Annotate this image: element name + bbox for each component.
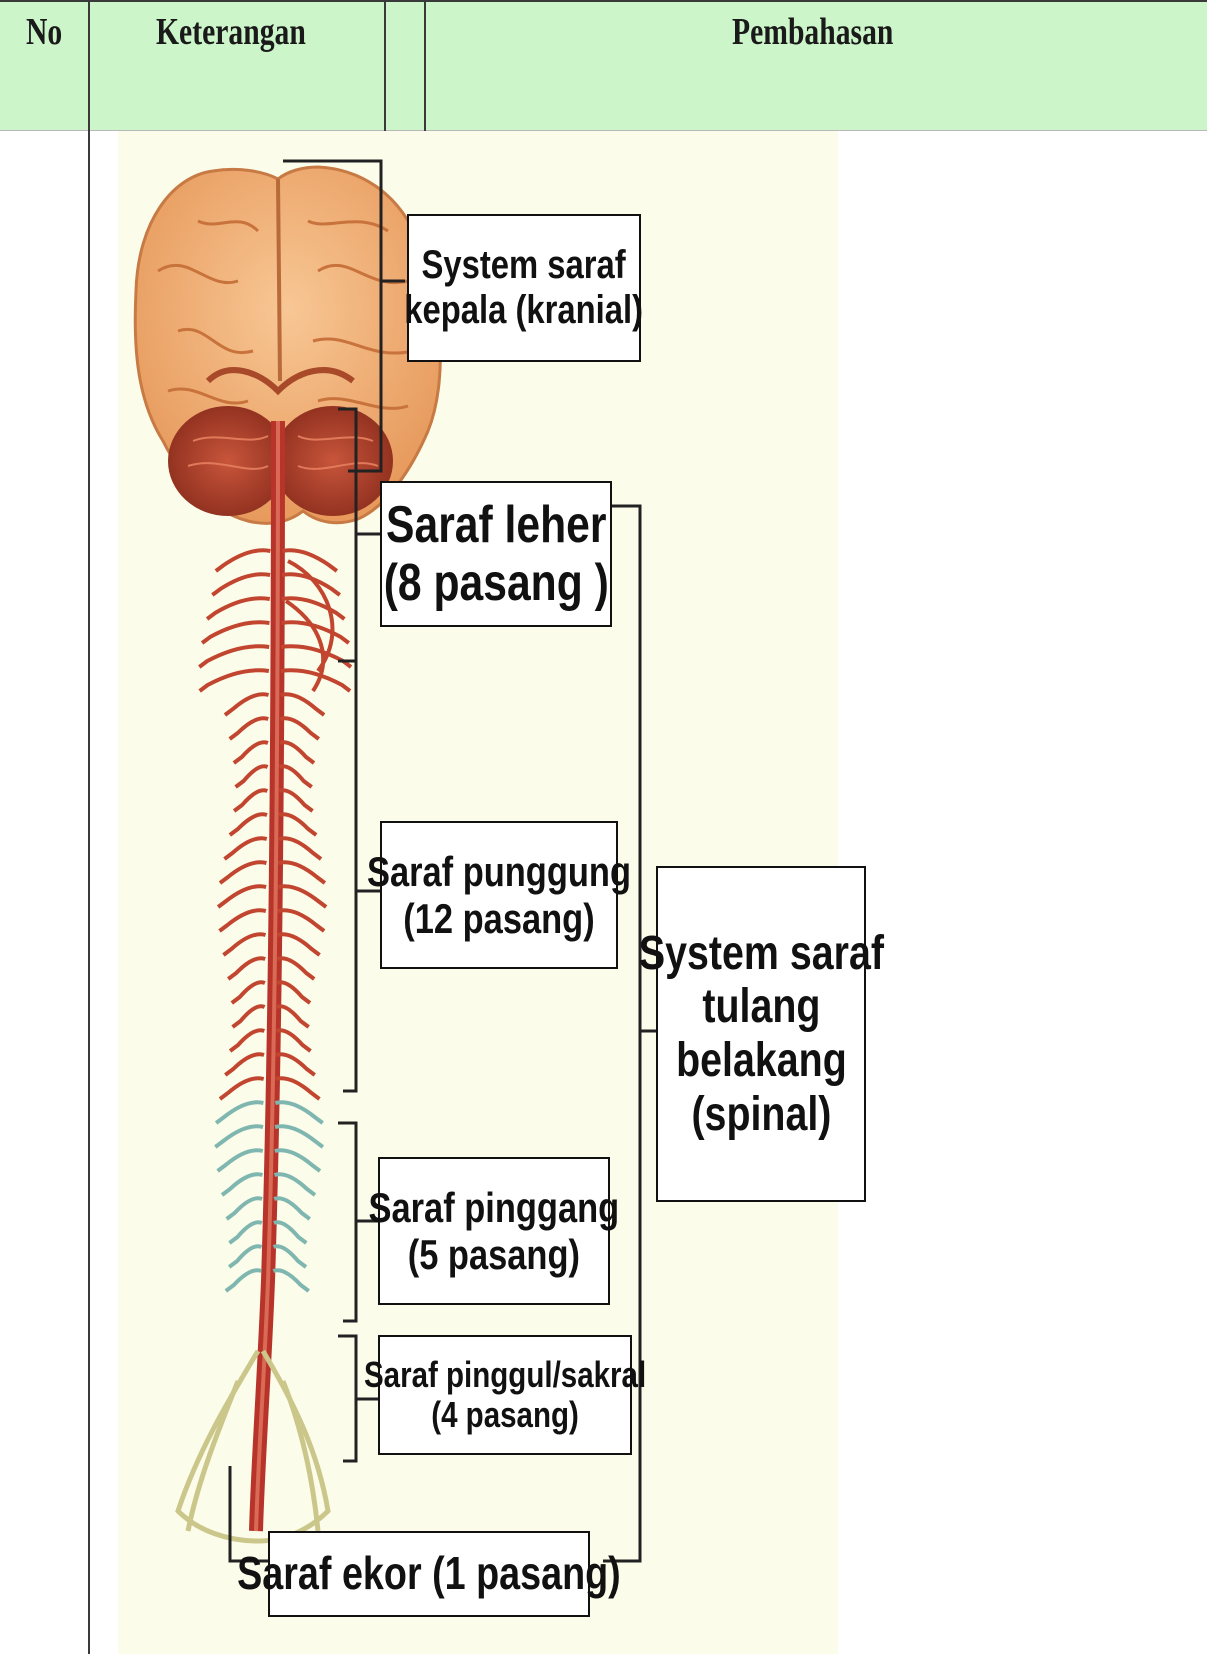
nerve-branch [220,910,266,931]
nerve-branch [229,1222,261,1243]
nerve-branch [279,790,312,811]
nervous-system-diagram: System saraf kepala (kranial) Saraf lehe… [118,131,838,1654]
brain-icon [135,167,440,523]
nerve-branch [280,742,314,763]
label-pinggang: Saraf pinggang (5 pasang) [378,1157,610,1305]
label-punggung: Saraf punggung (12 pasang) [380,821,618,969]
nerve-branch [234,790,267,811]
nerve-branch [281,694,325,715]
nerve-branch [230,814,267,835]
nerve-branch [277,958,314,979]
nerve-branch [218,1150,263,1171]
nerve-branch [228,958,265,979]
nerve-branch [274,1222,306,1243]
nerve-branch [220,862,266,883]
nerve-branch [232,982,265,1003]
nerve-branch [275,1126,323,1147]
label-leher: Saraf leher (8 pasang ) [380,481,612,627]
nerve-branch [199,646,269,667]
nerve-branch [273,1270,308,1291]
nerve-branch [274,1174,314,1195]
column-divider-1 [384,0,386,131]
nerve-branch [224,838,266,859]
nerve-branch [276,1030,310,1051]
nerve-branch [223,934,265,955]
nerve-branch [282,598,345,619]
nerve-branch [202,622,269,643]
nerve-branch [281,646,351,667]
nerve-branch [280,718,319,739]
nerve-branch [274,1246,306,1267]
nerve-branch [276,1054,315,1075]
nerve-branch [279,814,316,835]
nerve-branch [225,694,269,715]
nerve-branch [226,1270,261,1291]
nerve-branch [233,1006,265,1027]
nerve-branch [212,574,270,595]
nerve-branch [275,1102,322,1123]
nerve-branch [218,886,266,907]
label-ekor: Saraf ekor (1 pasang) [268,1531,590,1617]
nerve-branch [215,1126,263,1147]
label-sakral: Saraf pinggul/sakral (4 pasang) [378,1335,632,1455]
nerve-branch [276,1078,320,1099]
nerve-branch [216,550,271,571]
label-spinal: System saraf tulang belakang (spinal) [656,866,866,1202]
nerve-branch [236,766,268,787]
nerve-branch [230,718,269,739]
nerve-branch [278,862,324,883]
nerve-branch [216,1102,263,1123]
nerve-branch [277,1006,309,1027]
nerve-branch [278,934,320,955]
nerve-branch [230,1030,264,1051]
nerve-branch [229,1246,261,1267]
nerve-branch [200,670,269,691]
nerve-branch [275,1150,320,1171]
nerve-branch [222,1174,262,1195]
column-divider-2 [424,0,426,131]
nerve-branch [207,598,270,619]
nerve-branch [278,910,324,931]
nerve-branch [234,742,268,763]
header-keterangan: Keterangan [156,10,306,54]
nerve-branch [278,886,326,907]
nerve-branch [274,1198,310,1219]
nerve-branch [279,838,321,859]
header-pembahasan: Pembahasan [732,10,893,54]
table-header: No Keterangan Pembahasan [0,0,1207,131]
nerve-branch [280,766,312,787]
nerve-branch [277,982,310,1003]
header-no: No [26,10,62,54]
nerve-branch [227,1198,263,1219]
nerve-branch [220,1078,264,1099]
label-kranial: System saraf kepala (kranial) [407,214,641,362]
nerve-branch [225,1054,264,1075]
column-divider-no [88,0,90,1654]
